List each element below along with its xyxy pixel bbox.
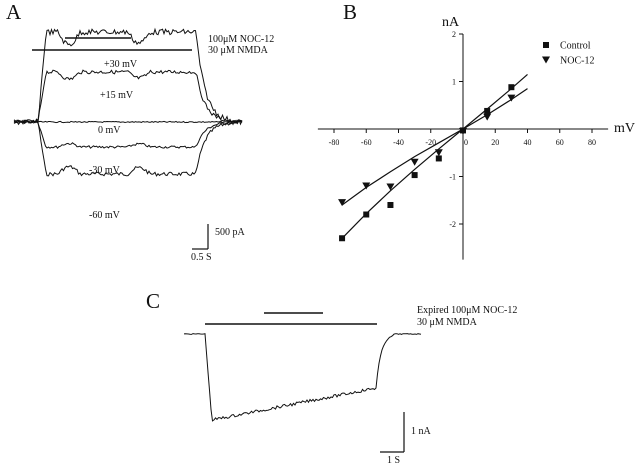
x-tick-label: -40 [393,138,404,147]
panel-c-letter: C [146,289,161,313]
panel-b-tick-labels: -80 -60 -40 -20 0 20 40 60 80 -2 -1 1 2 [329,30,596,229]
panel-a-stimulus-nmda: 30 μM NMDA [208,45,268,56]
y-tick-label: -1 [449,173,456,182]
control-fit-line [341,73,528,239]
panel-b-iv-plot: -80 -60 -40 -20 0 20 40 60 80 -2 -1 1 2 ControlNOC-1… [317,30,609,260]
panel-b-letter: B [343,0,358,24]
noc-12-point [386,183,395,191]
y-tick-label: 1 [452,78,456,87]
panel-a-scale-current: 500 pA [215,227,245,238]
noc-12-point [434,149,443,157]
control-point [411,172,418,179]
x-tick-label: 80 [588,138,596,147]
panel-c-scale-current: 1 nA [411,426,431,437]
panel-c-graphics [183,312,422,453]
panel-a-scale-time: 0.5 S [191,252,212,263]
x-tick-label: 40 [524,138,532,147]
noc-12-fit-line [341,88,528,206]
x-tick-label: -60 [361,138,372,147]
panel-a-current-traces [13,27,243,177]
x-tick-label: -80 [329,138,340,147]
legend-noc-12-label: NOC-12 [560,56,594,67]
legend-noc-12-marker [542,56,550,64]
panel-a-graphics [13,27,243,250]
noc-12-point [410,158,419,166]
legend-control-label: Control [560,41,591,52]
panel-b-series [338,73,528,242]
noc-12-point [483,113,492,121]
control-point [387,202,394,208]
y-axis-label: nA [442,15,460,30]
trace-label-plus30: +30 mV [104,59,138,70]
x-tick-label: 60 [556,138,564,147]
control-point [363,211,370,218]
control-point [435,155,442,162]
noc-12-point [362,182,371,190]
trace-minus60 [13,27,243,126]
legend-control-marker [543,42,549,48]
trace-label-minus60: -60 mV [89,210,120,221]
x-axis-label: mV [614,121,635,136]
trace-plus15 [13,120,243,149]
trace-label-minus30: -30 mV [89,165,120,176]
panel-a-stimulus-noc12: 100μM NOC-12 [208,34,275,45]
panel-c-stimulus-noc12: Expired 100μM NOC-12 [417,305,518,316]
noc-12-point [459,127,467,135]
noc-12-point [338,199,347,207]
trace-0 [13,120,243,124]
panel-c-current-trace [183,333,422,422]
x-tick-label: 20 [491,138,499,147]
y-tick-label: 2 [452,30,456,39]
x-tick-label: 0 [464,138,468,147]
trace-label-0: 0 mV [98,125,121,136]
x-tick-label: -20 [425,138,436,147]
panel-a-letter: A [6,0,22,24]
panel-c-scale-time: 1 S [387,455,401,463]
control-point [339,235,346,242]
control-point [508,84,515,91]
trace-minus30 [13,69,243,125]
panel-c-stimulus-nmda: 30 μM NMDA [417,317,477,328]
control-point [484,107,491,114]
noc-12-point [507,94,516,102]
trace-plus30 [13,119,243,177]
trace-label-plus15: +15 mV [100,90,134,101]
y-tick-label: -2 [449,220,456,229]
